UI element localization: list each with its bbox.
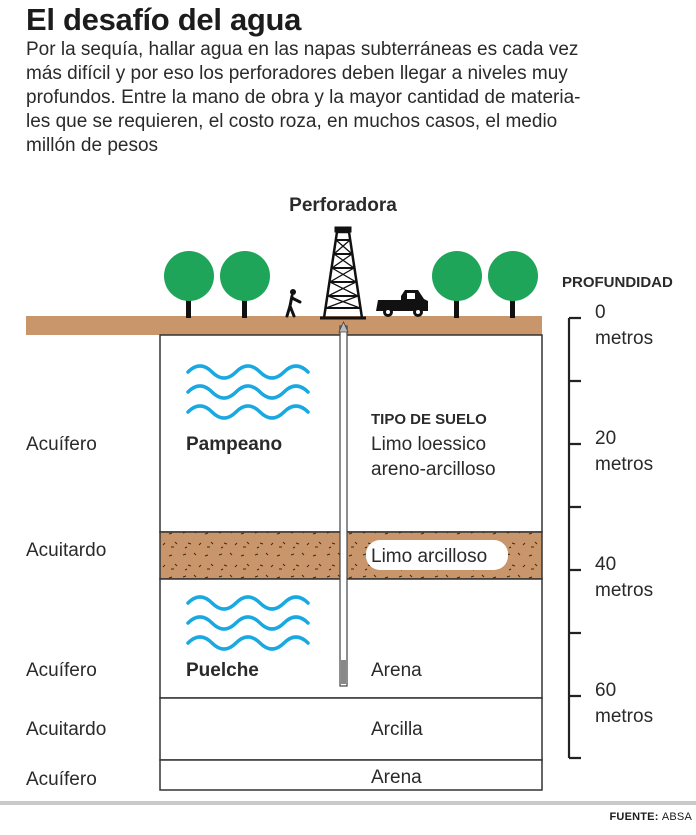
- subtitle-line: les que se requieren, el costo roza, en …: [26, 111, 558, 132]
- depth-unit: metros: [595, 706, 653, 727]
- depth-scale: [567, 316, 581, 760]
- drill-pipe: [338, 321, 349, 687]
- person-icon: [285, 289, 302, 318]
- layer-arcilla: [159, 697, 543, 761]
- depth-unit: metros: [595, 454, 653, 475]
- soil-type-label: areno-arcilloso: [371, 459, 496, 480]
- soil-type-label: Arcilla: [371, 719, 423, 740]
- rig-label: Perforadora: [289, 195, 397, 216]
- tree-icon: [432, 251, 482, 318]
- drilling-rig-icon: [320, 226, 366, 320]
- subtitle-line: millón de pesos: [26, 135, 159, 156]
- depth-value: 0: [595, 302, 606, 323]
- soil-type-label: Arena: [371, 660, 422, 681]
- layer-kind-label: Acuífero: [26, 434, 97, 455]
- pickup-truck-icon: [376, 290, 428, 317]
- tree-icon: [488, 251, 538, 318]
- layer-kind-label: Acuífero: [26, 769, 97, 790]
- aquifer-name: Puelche: [186, 660, 259, 681]
- tree-icon: [164, 251, 214, 318]
- source-credit: FUENTE: ABSA: [610, 811, 693, 823]
- soil-label-pill: [366, 540, 508, 570]
- subtitle-line: profundos. Entre la mano de obra y la ma…: [26, 87, 581, 108]
- subtitle-line: más difícil y por eso los perforadores d…: [26, 63, 568, 84]
- subtitle-line: Por la sequía, hallar agua en las napas …: [26, 39, 579, 60]
- layer-pampeano: [159, 334, 543, 533]
- ground-strip: [26, 316, 542, 335]
- depth-value: 60: [595, 680, 616, 701]
- depth-unit: metros: [595, 580, 653, 601]
- soil-type-label: Arena: [371, 767, 422, 788]
- depth-value: 40: [595, 554, 616, 575]
- subtitle: Por la sequía, hallar agua en las napas …: [26, 38, 676, 158]
- water-waves-icon: [186, 595, 310, 651]
- layer-kind-label: Acuífero: [26, 660, 97, 681]
- soil-type-label: Limo arcilloso: [371, 546, 487, 567]
- soil-type-header: TIPO DE SUELO: [371, 411, 487, 428]
- page-title: El desafío del agua: [26, 2, 302, 37]
- tree-icon: [220, 251, 270, 318]
- layer-kind-label: Acuitardo: [26, 719, 106, 740]
- source-label: FUENTE:: [609, 811, 659, 823]
- depth-scale-title: PROFUNDIDAD: [562, 274, 673, 291]
- layer-kind-label: Acuitardo: [26, 540, 106, 561]
- depth-value: 20: [595, 428, 616, 449]
- water-waves-icon: [186, 364, 310, 420]
- depth-unit: metros: [595, 328, 653, 349]
- aquifer-name: Pampeano: [186, 434, 282, 455]
- soil-type-label: Limo loessico: [371, 434, 486, 455]
- layer-arena-bottom: [159, 759, 543, 791]
- bottom-rule: [0, 801, 696, 805]
- source-value: ABSA: [661, 811, 692, 823]
